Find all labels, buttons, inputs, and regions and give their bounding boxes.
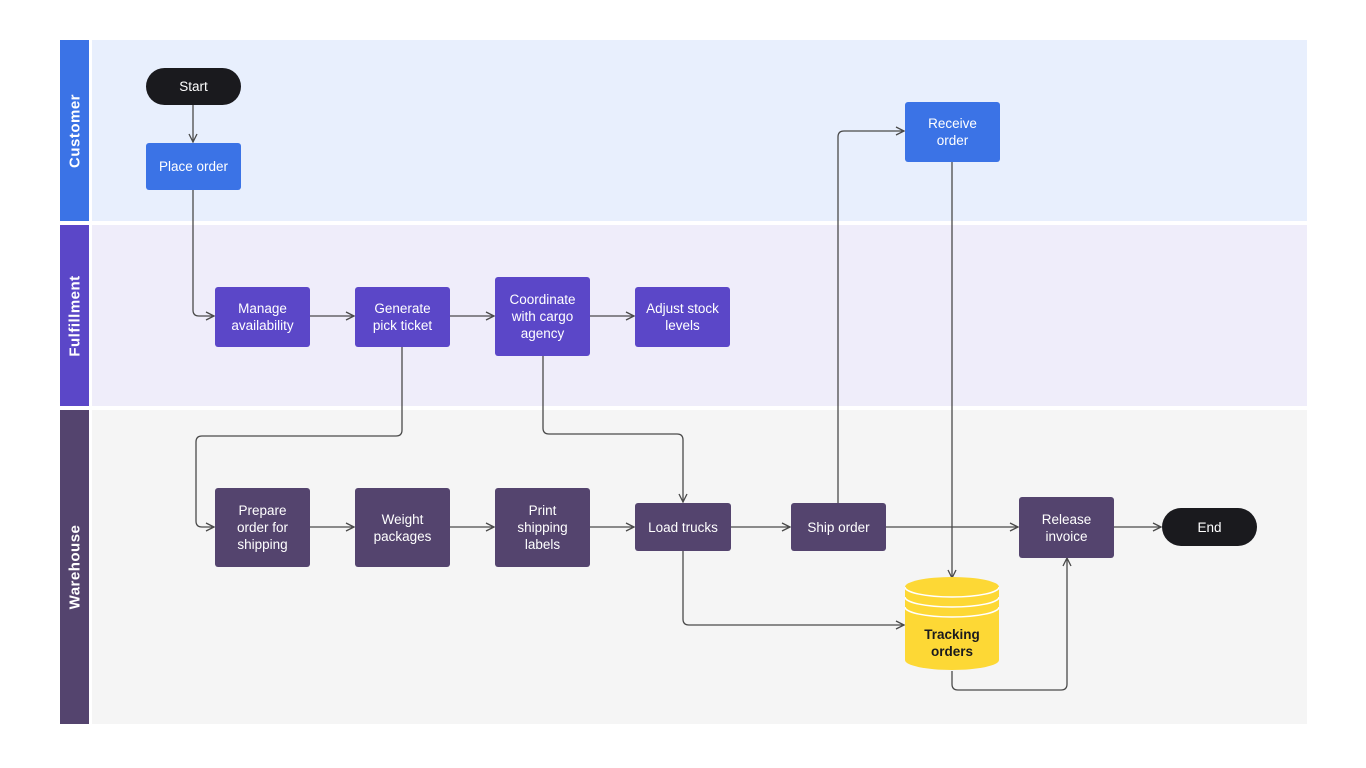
edge-generate-prepare [195, 347, 403, 527]
tracking-orders-label: Tracking orders [924, 627, 980, 659]
weight-packages-node[interactable]: Weight packages [355, 488, 450, 567]
manage-availability-node[interactable]: Manage availability [215, 287, 310, 347]
warehouse-lane [92, 410, 1307, 724]
ship-order-label: Ship order [807, 519, 870, 535]
edge-coordinate-load [542, 356, 683, 502]
edge-place-order-manage [192, 190, 214, 316]
start-label: Start [179, 79, 208, 94]
load-trucks-label: Load trucks [648, 519, 718, 535]
customer-lane-header: Customer [60, 40, 89, 221]
end-label: End [1197, 519, 1222, 535]
receive-order-node[interactable]: Receive order [905, 102, 1000, 162]
customer-lane [92, 40, 1307, 221]
tracking-orders-database[interactable] [905, 577, 999, 670]
place-order-node[interactable]: Place order [146, 143, 241, 190]
fulfillment-lane-header: Fulfillment [60, 225, 89, 406]
edge-tracking-release [951, 558, 1067, 691]
weight-packages-label: Weight packages [373, 511, 432, 544]
load-trucks-node[interactable]: Load trucks [635, 503, 731, 551]
coordinate-cargo-node[interactable]: Coordinate with cargo agency [495, 277, 590, 356]
receive-order-label: Receive order [928, 116, 977, 148]
generate-pick-ticket-node[interactable]: Generate pick ticket [355, 287, 450, 347]
print-labels-node[interactable]: Print shipping labels [495, 488, 590, 567]
prepare-order-node[interactable]: Prepare order for shipping [215, 488, 310, 567]
release-invoice-label: Release invoice [1041, 511, 1092, 544]
release-invoice-node[interactable]: Release invoice [1019, 497, 1114, 558]
place-order-label: Place order [158, 159, 229, 174]
warehouse-lane-header: Warehouse [60, 410, 89, 724]
manage-availability-label: Manage availability [231, 301, 294, 333]
start-node[interactable]: Start [146, 68, 241, 105]
adjust-stock-node[interactable]: Adjust stock levels [635, 287, 730, 347]
print-labels-label: Print shipping labels [517, 503, 568, 552]
edge-load-tracking [682, 551, 904, 625]
adjust-stock-label: Adjust stock levels [646, 301, 719, 333]
generate-pick-ticket-label: Generate pick ticket [372, 301, 433, 333]
prepare-order-label: Prepare order for shipping [236, 503, 289, 552]
edge-ship-receive [837, 131, 904, 503]
ship-order-node[interactable]: Ship order [791, 503, 886, 551]
coordinate-cargo-label: Coordinate with cargo agency [509, 292, 576, 341]
end-node[interactable]: End [1162, 508, 1257, 546]
